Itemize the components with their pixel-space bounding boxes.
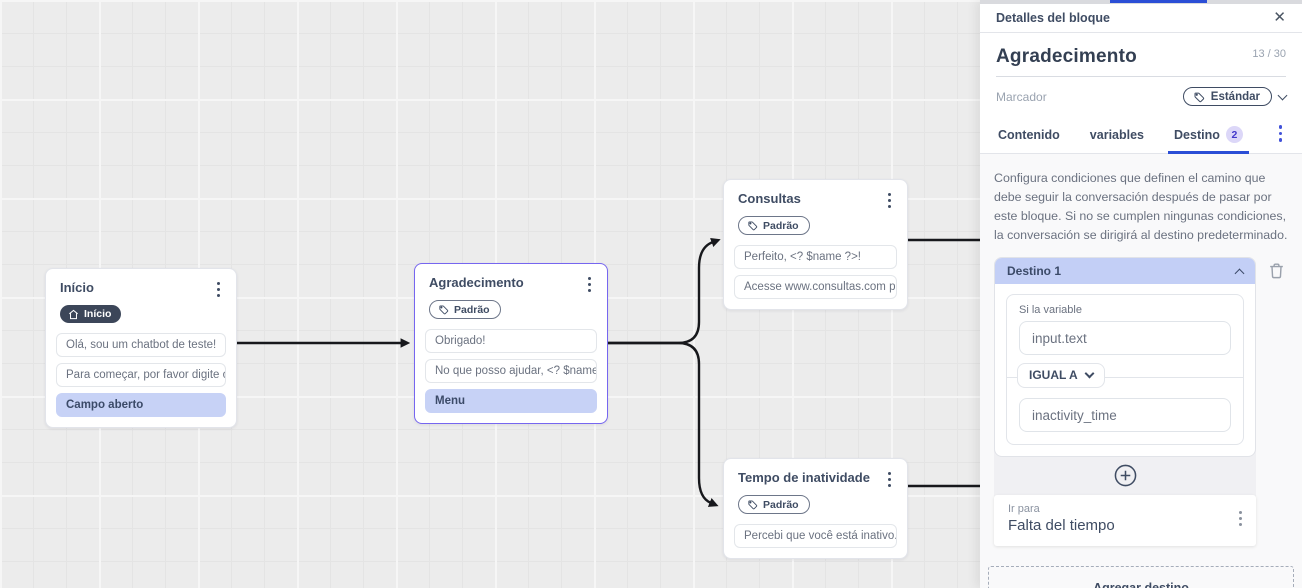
condition-label: Si la variable — [1019, 304, 1082, 317]
tab-contenido[interactable]: Contenido — [998, 127, 1060, 142]
close-icon[interactable]: ✕ — [1273, 9, 1286, 26]
add-condition-button[interactable] — [1114, 464, 1137, 487]
block-name-input[interactable]: Agradecimento — [996, 46, 1137, 67]
message-row[interactable]: Obrigado! — [425, 329, 597, 353]
destination-group: Destino 1 Si la variable input.text IGUA… — [994, 257, 1256, 547]
variable-input[interactable]: input.text — [1019, 321, 1231, 356]
node-menu-icon[interactable] — [884, 191, 895, 210]
tag-icon — [748, 500, 758, 510]
node-tempo-inatividade[interactable]: Tempo de inatividade Padrão Percebi que … — [723, 458, 908, 559]
go-to-menu-icon[interactable] — [1235, 509, 1246, 528]
home-icon — [69, 309, 78, 319]
node-title: Agradecimento — [429, 275, 524, 290]
edge-agradecimento-consultas — [608, 237, 721, 345]
panel-title: Detalles del bloque — [996, 10, 1110, 25]
node-consultas[interactable]: Consultas Padrão Perfeito, <? $name ?>! … — [723, 179, 908, 310]
standard-badge: Padrão — [429, 300, 501, 319]
value-input[interactable]: inactivity_time — [1019, 398, 1231, 433]
message-row[interactable]: No que posso ajudar, <? $name ... — [425, 359, 597, 383]
node-inicio[interactable]: Início Início Olá, sou um chatbot de tes… — [45, 268, 237, 428]
edge-agradecimento-tempo — [608, 341, 719, 507]
go-to-label: Ir para — [1008, 503, 1040, 516]
node-menu-icon[interactable] — [584, 275, 595, 294]
operator-select[interactable]: IGUAL A — [1017, 363, 1105, 389]
message-row[interactable]: Perfeito, <? $name ?>! — [734, 245, 897, 269]
marker-field[interactable]: Marcador — [996, 89, 1047, 104]
add-destination-button[interactable]: Agregar destino — [988, 566, 1294, 588]
node-title: Início — [60, 280, 94, 295]
tag-icon — [748, 221, 758, 231]
tag-icon — [439, 305, 449, 315]
open-field-row[interactable]: Campo aberto — [56, 393, 226, 417]
active-tab-indicator — [1110, 0, 1207, 3]
destination-count-badge: 2 — [1225, 126, 1243, 143]
node-title: Consultas — [738, 191, 801, 206]
tag-icon — [1194, 92, 1204, 102]
tab-destino[interactable]: Destino 2 — [1168, 122, 1249, 154]
standard-badge: Padrão — [738, 495, 810, 514]
node-menu-icon[interactable] — [213, 280, 224, 299]
message-row[interactable]: Olá, sou um chatbot de teste! — [56, 333, 226, 357]
standard-tag-pill[interactable]: Estándar — [1182, 87, 1272, 106]
menu-row[interactable]: Menu — [425, 389, 597, 413]
char-counter: 13 / 30 — [1252, 48, 1286, 60]
start-badge: Início — [60, 305, 122, 323]
chevron-down-icon — [1084, 368, 1095, 379]
chevron-down-icon[interactable] — [1277, 90, 1288, 100]
plus-circle-icon — [1114, 465, 1136, 487]
node-agradecimento[interactable]: Agradecimento Padrão Obrigado! No que po… — [414, 263, 608, 424]
block-details-panel: Detalles del bloque ✕ Agradecimento 13 /… — [980, 0, 1302, 588]
message-row[interactable]: Percebi que você está inativo. C... — [734, 524, 897, 548]
condition-card: Si la variable input.text IGUAL A inacti… — [1006, 294, 1244, 446]
node-menu-icon[interactable] — [884, 470, 895, 489]
message-row[interactable]: Para começar, por favor digite o ... — [56, 363, 226, 387]
node-title: Tempo de inatividade — [738, 470, 870, 485]
standard-badge: Padrão — [738, 216, 810, 235]
go-to-card: Ir para Falta del tiempo — [994, 495, 1256, 547]
destination-1-header[interactable]: Destino 1 — [995, 258, 1255, 285]
chevron-up-icon[interactable] — [1234, 268, 1245, 279]
tabs-menu-icon[interactable] — [1275, 123, 1287, 144]
message-row[interactable]: Acesse www.consultas.com par... — [734, 275, 897, 299]
trash-icon — [1270, 263, 1283, 279]
go-to-value[interactable]: Falta del tiempo — [1008, 517, 1115, 535]
delete-destination-button[interactable] — [1265, 259, 1288, 285]
destination-description: Configura condiciones que definen el cam… — [994, 171, 1288, 242]
tab-variables[interactable]: variables — [1089, 127, 1145, 142]
panel-top-tabstrip — [980, 0, 1302, 4]
